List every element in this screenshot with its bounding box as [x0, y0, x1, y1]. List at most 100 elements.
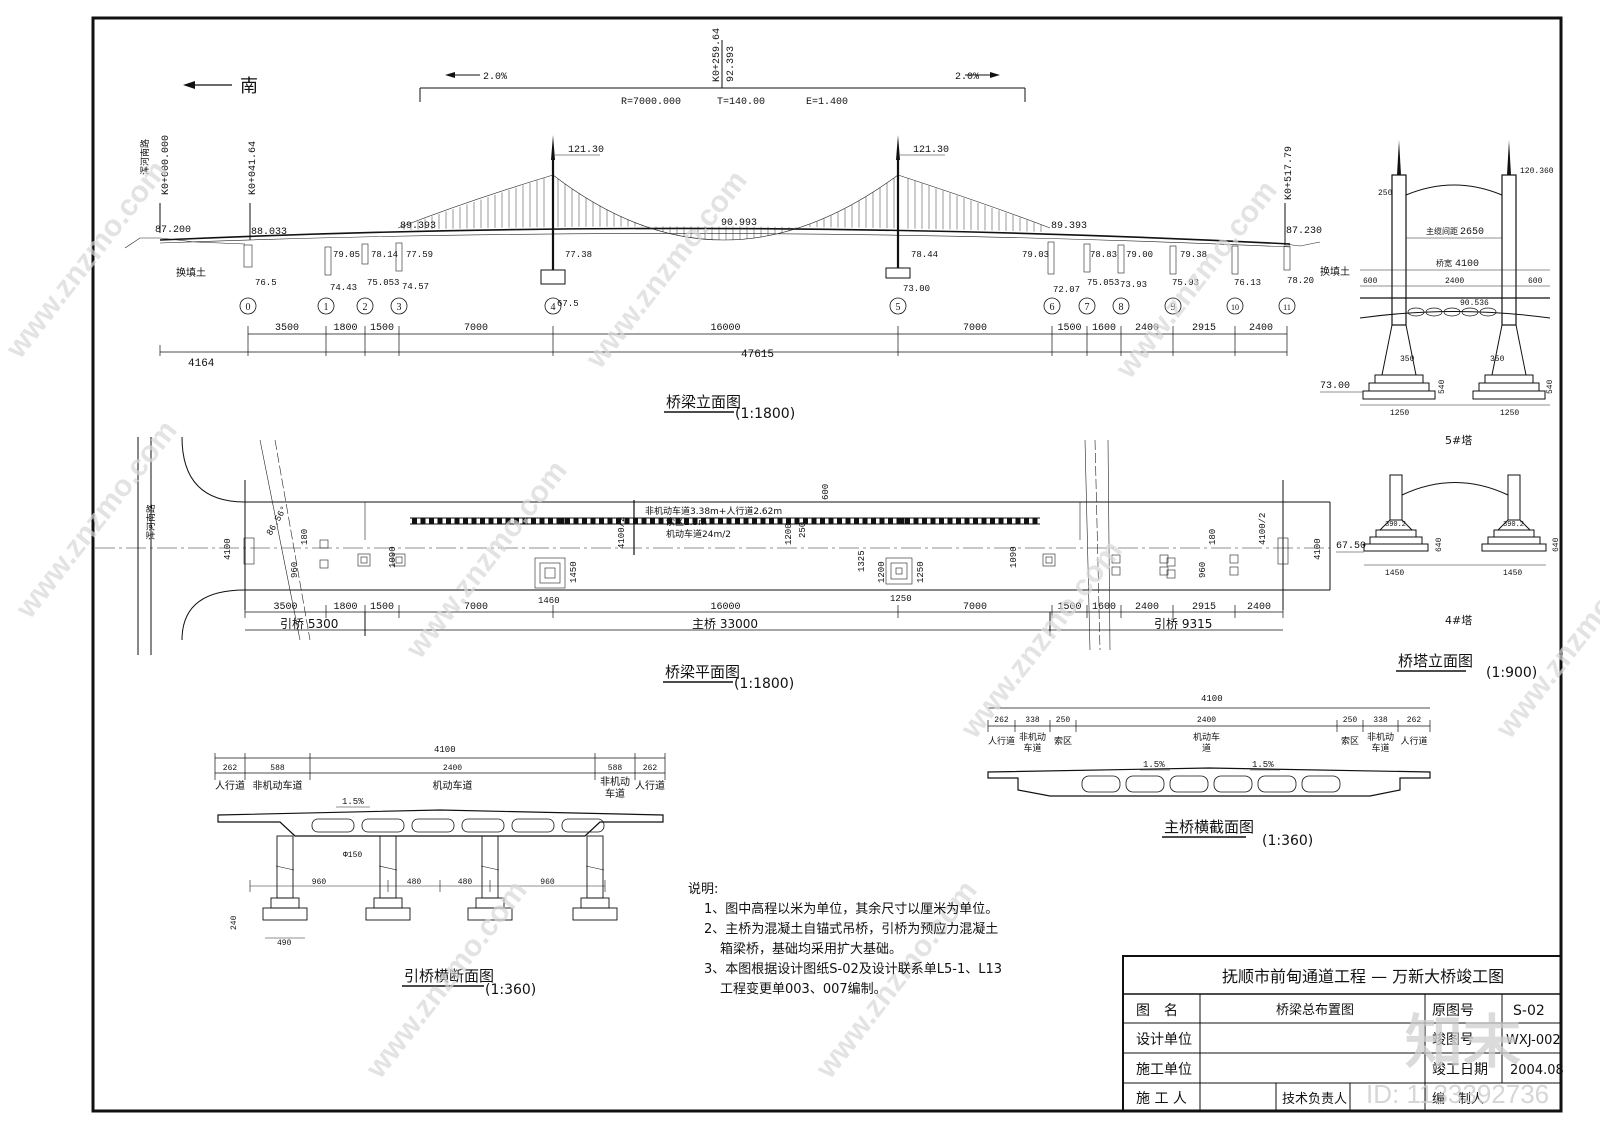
hanger-dot: [599, 518, 604, 524]
hanger-dot: [1032, 518, 1038, 524]
tower-d1250b: 1250: [1500, 409, 1519, 418]
plan-span-dim: 1600: [1092, 602, 1116, 613]
pier-elev-bot-11: 78.20: [1287, 276, 1314, 286]
plan-title: 桥梁平面图: [665, 663, 740, 681]
plan-d180b: 180: [1208, 529, 1218, 545]
lane-note-2: 索区2.5m: [666, 516, 707, 528]
approach-dim: 262: [643, 764, 658, 773]
hanger-dot: [922, 518, 927, 524]
pier-circle: [544, 297, 562, 315]
approach-dim: 2400: [443, 764, 462, 773]
hanger-dot: [947, 518, 953, 524]
span-dim: 3500: [275, 323, 299, 334]
tower-title: 桥塔立面图: [1398, 652, 1473, 670]
plan-d4100-2: 4100/2: [617, 517, 627, 549]
approach-cell: [411, 818, 455, 833]
watermark-8: www.znzmo.com: [359, 874, 534, 1085]
hanger-dot: [871, 518, 876, 524]
span-dim: 1800: [333, 323, 357, 334]
main-section-label: 机动车: [1193, 731, 1220, 743]
main-section-label: 索区: [1341, 735, 1359, 747]
approach-bottom-dim: 480: [458, 878, 473, 887]
tower-cell: [1425, 307, 1443, 317]
hanger-dot: [505, 518, 511, 524]
pier-elev-bot-8: 73.93: [1120, 280, 1147, 290]
tower-d350b: 350: [1490, 355, 1505, 364]
hanger-dot: [777, 518, 783, 524]
plan-d1200b: 1200: [877, 561, 887, 583]
tower-elev-mid: 90.536: [1460, 299, 1489, 308]
hanger-dot: [667, 518, 672, 524]
tower5-label: 5#塔: [1445, 434, 1472, 447]
sheet-border: [91, 16, 1563, 1113]
pier-circle: [390, 297, 408, 315]
hanger-dot: [752, 518, 757, 524]
plan-d960a: 960: [290, 562, 300, 578]
main-section-cell: [1125, 775, 1165, 793]
pier-elev-top-3: 77.59: [406, 250, 433, 260]
tower4-d640b: 640: [1552, 537, 1561, 552]
tb-row4-label: 施 工 人: [1136, 1091, 1187, 1107]
plan-span-dim: 2400: [1135, 602, 1159, 613]
watermark-5: www.znzmo.com: [399, 454, 574, 665]
hanger-dot: [480, 518, 485, 524]
hanger-dot: [471, 518, 477, 524]
plan-span-dim: 2915: [1192, 602, 1216, 613]
deck-elev-4: 89.393: [1051, 221, 1087, 232]
plan-span-dim: 1500: [370, 602, 394, 613]
hanger-dot: [913, 518, 919, 524]
hanger-dot: [633, 518, 638, 524]
deck-profile: [159, 227, 1291, 245]
main-total: 4100: [1201, 694, 1223, 704]
hanger-dot: [786, 518, 791, 524]
pier-number: 11: [1283, 303, 1291, 312]
hanger-dot: [658, 518, 664, 524]
plan-d1200a: 1200: [784, 523, 794, 545]
fill-label-left: 换填土: [176, 266, 206, 279]
approach-cell: [461, 818, 505, 833]
main-slope-right: 1.5%: [1252, 760, 1274, 770]
pier-number: 3: [397, 302, 402, 313]
main-section-dim: 338: [1025, 716, 1040, 725]
plan-d1250b: 1250: [916, 561, 926, 583]
approach-slope: 1.5%: [342, 797, 364, 807]
watermark-6: www.znzmo.com: [954, 534, 1129, 745]
hanger-dot: [463, 518, 468, 524]
tower-elevation: 120.360 250 主缆间距 2650 桥宽 4100 600 2400 6…: [1320, 140, 1561, 681]
dim-left-total: 4164: [188, 358, 215, 370]
hanger-dot: [488, 518, 494, 524]
plan-scale: (1:1800): [734, 676, 794, 692]
pier-circle: [239, 297, 257, 315]
main-section-label: 人行道: [988, 735, 1015, 747]
hanger-dot: [828, 518, 834, 524]
hangers: [403, 177, 1042, 240]
hanger-dot: [718, 518, 723, 524]
plan-road-label: 浑河南路: [145, 504, 157, 540]
grade-right: 2.0%: [955, 72, 979, 83]
tower-cable-label: 主缆间距: [1426, 226, 1458, 236]
hanger-dot: [845, 518, 851, 524]
main-section-label: 非机动: [1019, 731, 1046, 743]
notes-item-4: 3、本图根据设计图纸S-02及设计联系单L5-1、L13: [704, 962, 1003, 977]
fill-label-right: 换填土: [1320, 265, 1350, 278]
watermark-id: ID: 1133392736: [1366, 1079, 1549, 1109]
tower4-d1450a: 1450: [1385, 569, 1404, 578]
hanger-dot: [565, 518, 570, 524]
approach-section-scale: (1:360): [485, 982, 536, 998]
hanger-dot: [590, 518, 596, 524]
hanger-dot: [998, 518, 1004, 524]
main-section-dim: 250: [1056, 716, 1071, 725]
pier-number: 1: [324, 302, 329, 313]
plan-d1250: 1250: [890, 594, 912, 604]
plan-span-dim: 7000: [963, 602, 987, 613]
hanger-dot: [990, 518, 995, 524]
plan-d4100a: 4100: [223, 538, 233, 560]
tower-deck-cells: [1407, 307, 1497, 317]
tower-d1250a: 1250: [1390, 409, 1409, 418]
tb-row2-label: 设计单位: [1136, 1032, 1192, 1048]
hanger-dot: [973, 518, 978, 524]
road-label: 浑河南路: [139, 139, 151, 175]
